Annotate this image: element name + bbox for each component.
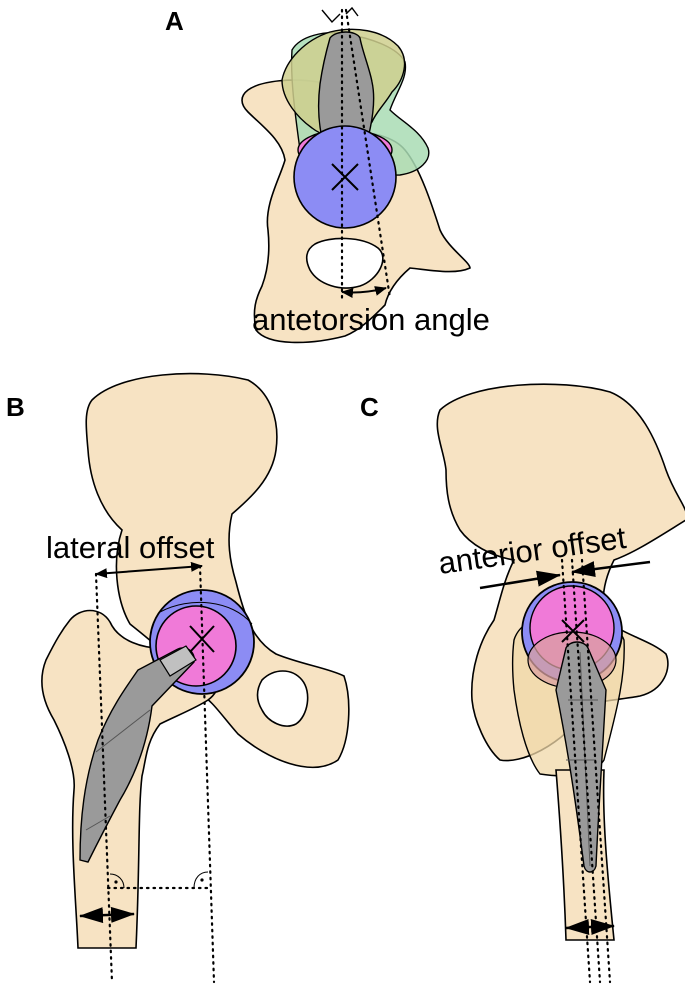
antetorsion-angle-label: antetorsion angle [252,302,490,337]
antetorsion-angle-arrow [341,286,387,298]
axis-tick-marks [321,6,359,24]
panel-c-letter: C [360,392,379,422]
femur-width-arrow-b [79,906,135,924]
obturator-foramen-b [256,670,309,727]
femur-width-arrow-c [565,918,615,936]
cup-rim-b [159,601,253,625]
center-cross-c [561,619,585,643]
anterior-offset-arrow-right [571,560,651,578]
center-cross-a [331,163,359,191]
stem-neck-b [159,645,197,677]
panel-a-letter: A [165,6,184,36]
panel-b-letter: B [6,392,25,422]
stem-top-view [317,31,375,139]
lateral-offset-label: lateral offset [46,530,215,565]
obturator-foramen-a [305,237,384,289]
pelvis-ap-view-b [85,372,350,769]
panel-c: C anterior offset [360,383,685,984]
lateral-offset-arrow [95,561,203,579]
anterior-offset-arrow-left [479,570,561,590]
right-angle-mark-2 [193,871,209,889]
panel-b: B lateral offset [6,372,350,984]
panel-a: A antetorsion angle [165,6,490,344]
right-angle-mark-1 [109,873,125,889]
